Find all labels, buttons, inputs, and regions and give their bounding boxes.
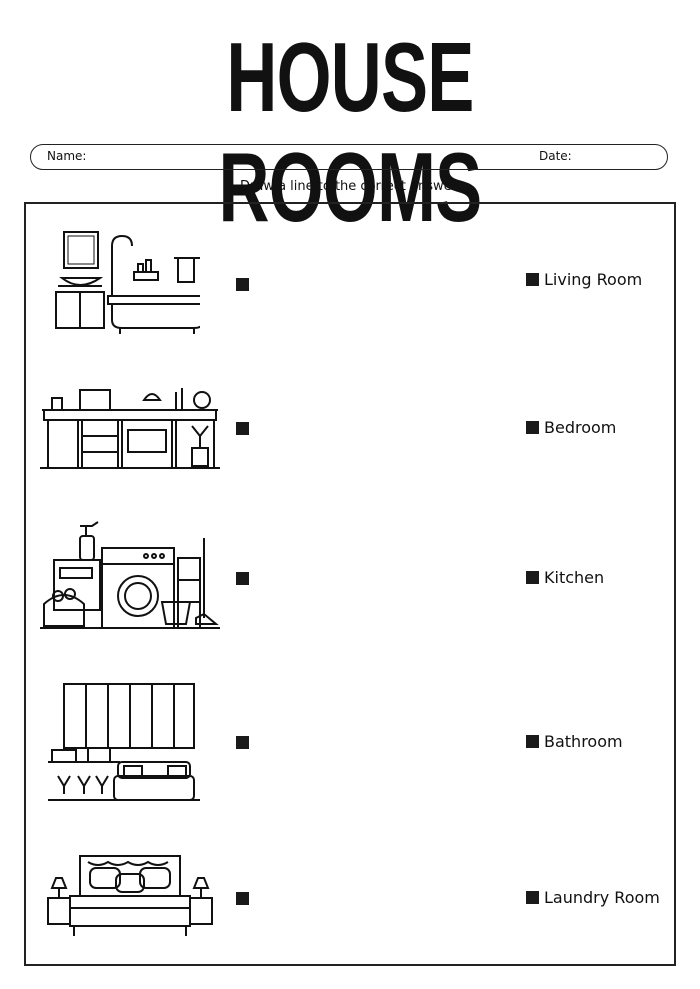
living-room-scene-icon <box>44 680 204 805</box>
kitchen-scene-icon <box>40 378 220 473</box>
name-date-bar: Name: Date: <box>30 144 668 170</box>
answer-4[interactable]: Bathroom <box>526 732 623 751</box>
answer-5-dot[interactable] <box>526 891 539 904</box>
answer-5[interactable]: Laundry Room <box>526 888 660 907</box>
answer-3-label: Kitchen <box>544 568 605 587</box>
match-row-3: Kitchen <box>26 518 674 638</box>
match-row-4: Bathroom <box>26 680 674 801</box>
answer-1[interactable]: Living Room <box>526 270 642 289</box>
picture-4-dot[interactable] <box>236 736 249 749</box>
name-label: Name: <box>47 149 87 163</box>
answer-2-label: Bedroom <box>544 418 617 437</box>
picture-1-dot[interactable] <box>236 278 249 291</box>
picture-3-dot[interactable] <box>236 572 249 585</box>
match-row-5: Laundry Room <box>26 848 674 968</box>
answer-1-label: Living Room <box>544 270 643 289</box>
answer-3[interactable]: Kitchen <box>526 568 604 587</box>
answer-2[interactable]: Bedroom <box>526 418 616 437</box>
answer-5-label: Laundry Room <box>544 888 660 907</box>
matching-frame: Living Room <box>24 202 676 966</box>
picture-2-dot[interactable] <box>236 422 249 435</box>
answer-3-dot[interactable] <box>526 571 539 584</box>
bedroom-scene-icon <box>44 848 224 943</box>
answer-4-label: Bathroom <box>544 732 623 751</box>
worksheet-title: HOUSE ROOMS <box>218 22 483 242</box>
match-row-1: Living Room <box>26 226 674 346</box>
match-row-2: Bedroom <box>26 378 674 498</box>
answer-1-dot[interactable] <box>526 273 539 286</box>
answer-4-dot[interactable] <box>526 735 539 748</box>
instruction-text: Draw a line to the correct answer. <box>240 179 460 194</box>
date-label: Date: <box>539 149 572 163</box>
picture-5-dot[interactable] <box>236 892 249 905</box>
answer-2-dot[interactable] <box>526 421 539 434</box>
bathroom-scene-icon <box>40 226 200 336</box>
laundry-scene-icon <box>40 518 220 633</box>
